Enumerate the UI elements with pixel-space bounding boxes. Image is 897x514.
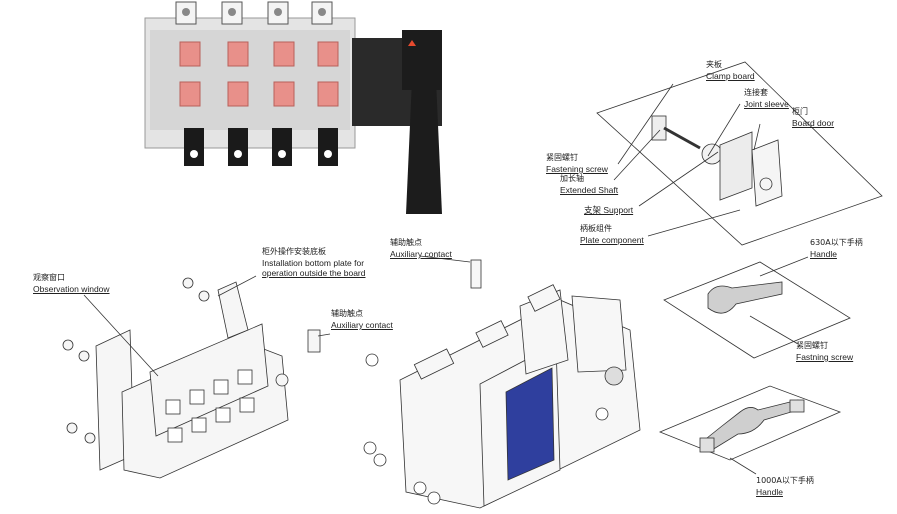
fastning-screw-label-cn: 紧固螺钉 (796, 341, 828, 350)
clamp-assembly-drawing (596, 61, 883, 246)
handle-630-label-cn: 630A以下手柄 (810, 238, 863, 247)
install-plate-label-line1: Installation bottom plate for (262, 258, 365, 268)
fastening-screw-label: Fastening screw (546, 164, 608, 174)
install-plate-label-line2: operation outside the board (262, 268, 366, 278)
handle-630-drawing (663, 256, 851, 359)
plate-component-label: Plate component (580, 235, 644, 245)
support-label: 支架 Support (584, 205, 634, 215)
observation-window-label-cn: 观察窗口 (33, 273, 65, 282)
handle-1000-label-cn: 1000A以下手柄 (756, 476, 814, 485)
extended-shaft-label: Extended Shaft (560, 185, 619, 195)
plate-component-label-cn: 柄板组件 (580, 224, 612, 233)
fastning-screw-label: Fastning screw (796, 352, 854, 362)
board-door-label-cn: 柜门 (792, 107, 808, 116)
left-leader-lines (83, 275, 331, 377)
handle-630-label: Handle (810, 249, 837, 259)
aux-contact-left-label: Auxiliary contact (331, 320, 393, 330)
observation-window-label: Observation window (33, 284, 110, 294)
switch-photo (144, 1, 442, 214)
extended-shaft-label-cn: 加长轴 (560, 174, 584, 183)
aux-contact-mid-label-cn: 辅助触点 (390, 238, 422, 247)
middle-assembly-drawing (363, 259, 641, 509)
board-door-label: Board door (792, 118, 835, 128)
fastening-screw-label-cn: 紧固螺钉 (546, 153, 578, 162)
aux-contact-mid-label: Auxiliary contact (390, 249, 452, 259)
joint-sleeve-label: Joint sleeve (744, 99, 789, 109)
handle-1000-label: Handle (756, 487, 783, 497)
clamp-board-label-cn: 夹板 (706, 60, 722, 69)
clamp-board-label: Clamp board (706, 71, 755, 81)
install-plate-label-cn: 柜外操作安装底板 (262, 247, 326, 256)
joint-sleeve-label-cn: 连接套 (744, 88, 768, 97)
handle-1000-drawing (658, 385, 842, 475)
aux-contact-left-label-cn: 辅助触点 (331, 309, 363, 318)
left-assembly-drawing (62, 277, 321, 479)
middle-leader-lines (419, 255, 471, 263)
